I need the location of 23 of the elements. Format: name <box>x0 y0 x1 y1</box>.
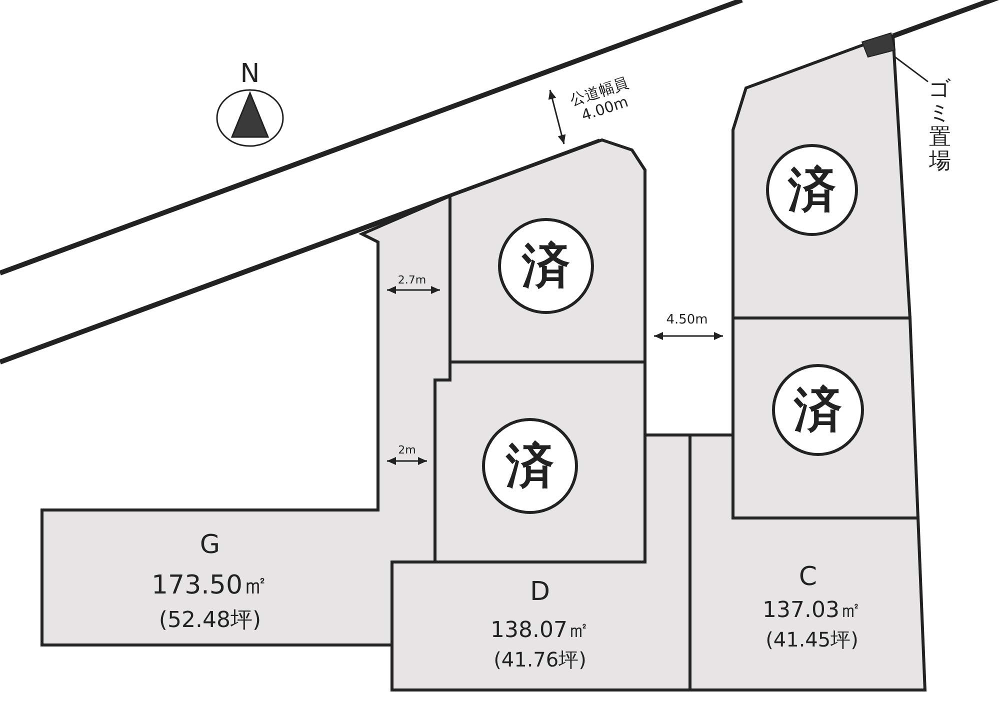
dimension-label: 2.7m <box>398 274 426 286</box>
lot-letter: C <box>798 562 818 592</box>
lot-letter: D <box>530 577 550 607</box>
lot-letter: G <box>200 530 220 560</box>
tsubo-text: (52.48坪) <box>158 607 262 635</box>
lot-parcel <box>450 140 645 362</box>
lot-parcel <box>733 318 918 518</box>
dimension-label: 2m <box>398 444 416 456</box>
lot-parcel <box>392 435 690 690</box>
tsubo-text: (41.76坪) <box>494 646 586 674</box>
area-text: 173.50㎡ <box>152 570 268 602</box>
callout-text: ゴミ置場 <box>928 78 952 174</box>
dimension-label: 4.50m <box>666 312 708 328</box>
tsubo-text: (41.45坪) <box>766 626 858 654</box>
lot-parcel <box>733 36 910 318</box>
area-text: 138.07㎡ <box>490 617 590 645</box>
lot-parcel <box>690 435 925 690</box>
garbage-area <box>862 33 895 57</box>
area-text: 137.03㎡ <box>762 597 862 625</box>
leader-line <box>894 56 928 82</box>
north-label: N <box>240 59 260 89</box>
dimension-label: 公道幅員 4.00m <box>566 72 632 127</box>
lot-parcel <box>435 362 645 562</box>
